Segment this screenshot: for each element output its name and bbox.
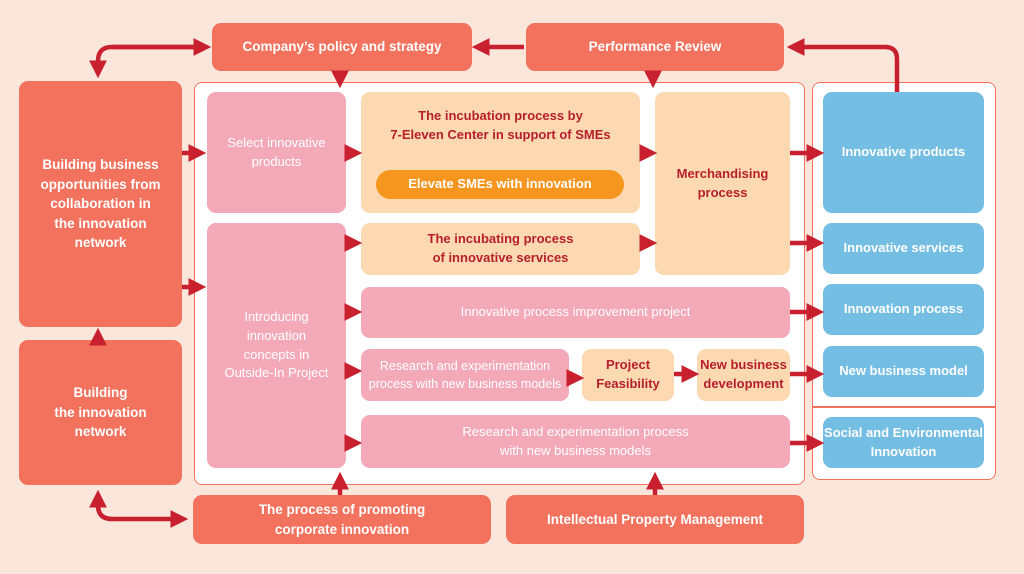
new-business-line-1: New business [700,357,787,373]
company-policy-strategy-label: Company’s policy and strategy [242,39,442,55]
select-innovative-products: Select innovative products [207,92,346,213]
right-frame-divider [812,406,996,408]
opportunities-line-2: opportunities from [40,176,161,192]
incubating-innovative-services: The incubating process of innovative ser… [361,223,640,275]
opportunities-line-1: Building business [42,157,159,173]
project-feasibility: Project Feasibility [582,349,674,401]
innovative-services: Innovative services [823,223,984,274]
promoting-corporate-innovation: The process of promoting corporate innov… [193,495,491,544]
introducing-innovation-concepts: Introducing innovation concepts in Outsi… [207,223,346,468]
arrow-policy-to-left [89,44,200,79]
research-wide-line-1: Research and experimentation process [462,423,689,439]
promoting-line-2: corporate innovation [274,521,410,537]
introducing-line-4: Outside-In Project [224,365,329,381]
research-wide-line-2: with new business models [499,442,652,458]
introducing-line-2: innovation [246,327,307,343]
innovative-products-label: Innovative products [841,144,966,160]
building-innovation-network: Building the innovation network [19,340,182,485]
process-improvement-label: Innovative process improvement project [460,304,691,320]
incubation-line-1: The incubation process by [418,108,583,123]
incubating-line-1: The incubating process [427,231,574,247]
elevate-smes-pill: Elevate SMEs with innovation [376,170,624,199]
select-line-2: products [251,153,302,169]
arrow-network-to-promoting [95,498,189,528]
promoting-line-1: The process of promoting [258,501,426,517]
innovation-process: Innovation process [823,284,984,335]
process-improvement-project: Innovative process improvement project [361,287,790,338]
feasibility-line-1: Project [605,357,651,373]
opportunities-line-5: network [74,235,127,251]
social-line-1: Social and Environmental [824,424,983,440]
research-small-line-1: Research and experimentation [379,358,551,373]
opportunities-line-4: the innovation [54,215,147,231]
research-experimentation-wide: Research and experimentation process wit… [361,415,790,468]
select-line-1: Select innovative [227,134,326,150]
innovation-process-label: Innovation process [843,301,964,317]
introducing-line-3: concepts in [243,346,310,362]
research-experimentation-small: Research and experimentation process wit… [361,349,569,401]
incubating-line-2: of innovative services [432,250,569,265]
social-environmental-innovation: Social and Environmental Innovation [823,417,984,468]
feasibility-line-2: Feasibility [596,376,660,391]
network-line-1: Building [73,385,128,401]
merchandising-line-1: Merchandising [676,165,769,181]
innovative-products: Innovative products [823,92,984,213]
intellectual-property-management: Intellectual Property Management [506,495,804,544]
research-small-line-2: process with new business models [368,377,562,391]
company-policy-strategy: Company’s policy and strategy [212,23,472,71]
merchandising-process: Merchandising process [655,92,790,275]
ip-management-label: Intellectual Property Management [546,511,764,527]
new-business-model: New business model [823,346,984,397]
introducing-line-1: Introducing [244,308,309,324]
performance-review-label: Performance Review [588,39,722,55]
performance-review: Performance Review [526,23,784,71]
network-line-2: the innovation [54,404,147,420]
merchandising-line-2: process [697,184,748,200]
arrow-products-to-review [786,38,900,92]
new-business-model-label: New business model [839,363,968,379]
network-line-3: network [74,424,127,440]
innovative-services-label: Innovative services [843,240,964,256]
building-business-opportunities: Building business opportunities from col… [19,81,182,327]
opportunities-line-3: collaboration in [50,196,151,212]
social-line-2: Innovation [870,443,937,459]
arrow-promoting-to-network [89,489,113,522]
elevate-smes-label: Elevate SMEs with innovation [408,176,592,192]
incubation-line-2: 7-Eleven Center in support of SMEs [390,126,611,142]
new-business-line-2: development [703,376,784,391]
new-business-development: New business development [697,349,790,401]
